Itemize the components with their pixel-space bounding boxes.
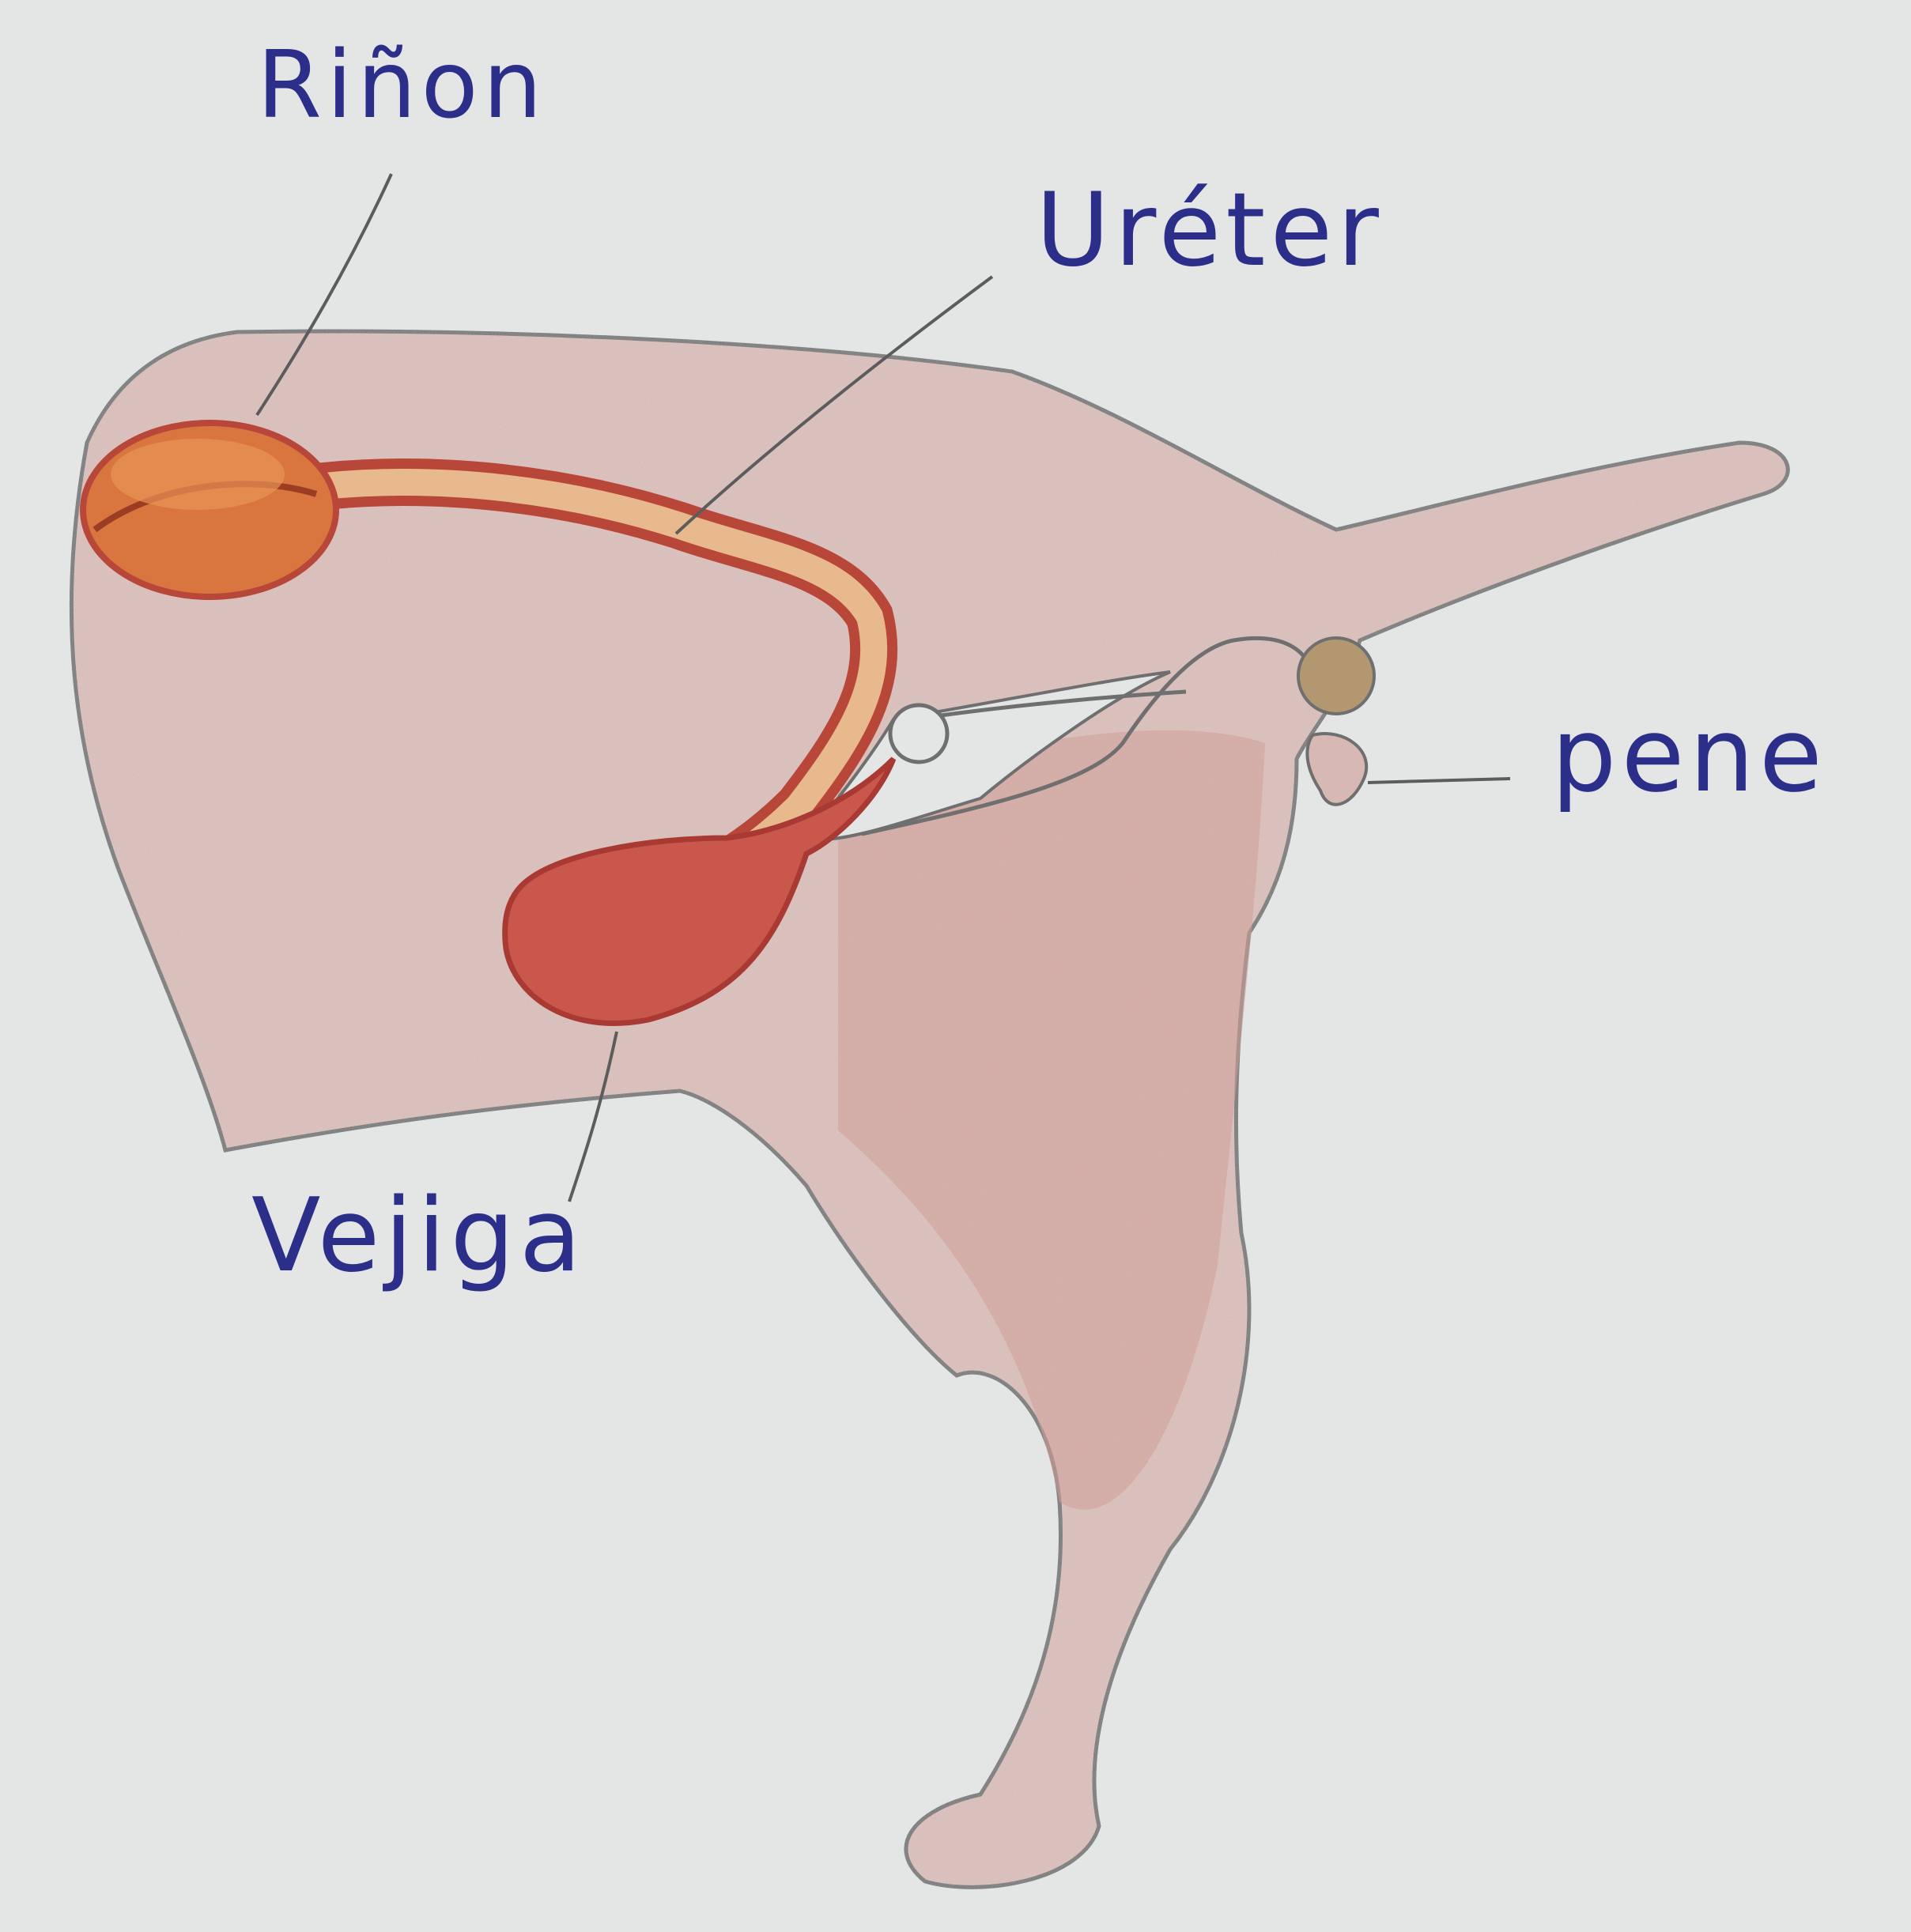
bladder-label: Vejiga: [251, 1186, 586, 1287]
penis-label: pene: [1551, 704, 1827, 806]
ureter-label: Uréter: [1036, 180, 1384, 281]
kidney: [83, 423, 336, 597]
testis: [1298, 638, 1374, 714]
sphincter-ring: [890, 705, 947, 762]
penis-tip: [1307, 734, 1366, 805]
kidney-label: Riñon: [257, 38, 547, 131]
penis-leader-line: [1368, 779, 1510, 783]
